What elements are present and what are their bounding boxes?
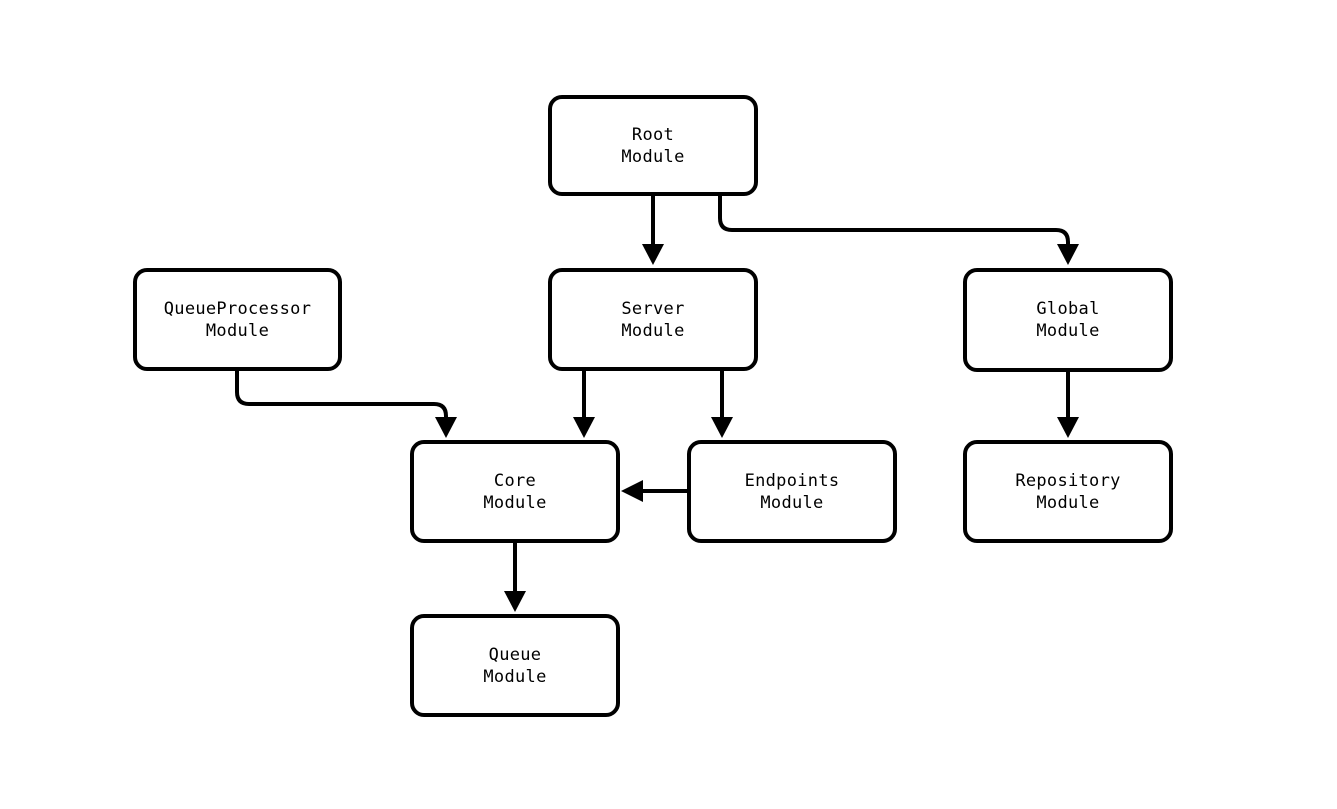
node-repository[interactable]: Repository Module bbox=[963, 440, 1173, 543]
edge-server-endpoints bbox=[711, 371, 733, 438]
node-global[interactable]: Global Module bbox=[963, 268, 1173, 372]
node-server-label: Server Module bbox=[621, 298, 685, 341]
node-queueprocessor-label: QueueProcessor Module bbox=[163, 298, 312, 341]
node-root-label: Root Module bbox=[621, 124, 685, 167]
node-repository-label: Repository Module bbox=[1015, 470, 1121, 513]
edge-root-global bbox=[718, 196, 1079, 265]
node-core-label: Core Module bbox=[483, 470, 547, 513]
edge-endpoints-core bbox=[621, 480, 687, 502]
node-global-label: Global Module bbox=[1036, 299, 1100, 341]
edge-global-repository bbox=[1057, 372, 1079, 438]
node-queue-label: Queue Module bbox=[483, 644, 547, 687]
edge-root-server bbox=[642, 196, 664, 265]
node-endpoints[interactable]: Endpoints Module bbox=[687, 440, 897, 543]
node-endpoints-label: Endpoints Module bbox=[744, 470, 840, 513]
node-queue[interactable]: Queue Module bbox=[410, 614, 620, 717]
node-server[interactable]: Server Module bbox=[548, 268, 758, 371]
node-root[interactable]: Root Module bbox=[548, 95, 758, 196]
edge-server-core bbox=[573, 371, 595, 438]
node-core[interactable]: Core Module bbox=[410, 440, 620, 543]
edge-queueprocessor-core bbox=[235, 371, 457, 438]
node-queueprocessor[interactable]: QueueProcessor Module bbox=[133, 268, 342, 371]
edge-core-queue bbox=[504, 543, 526, 612]
